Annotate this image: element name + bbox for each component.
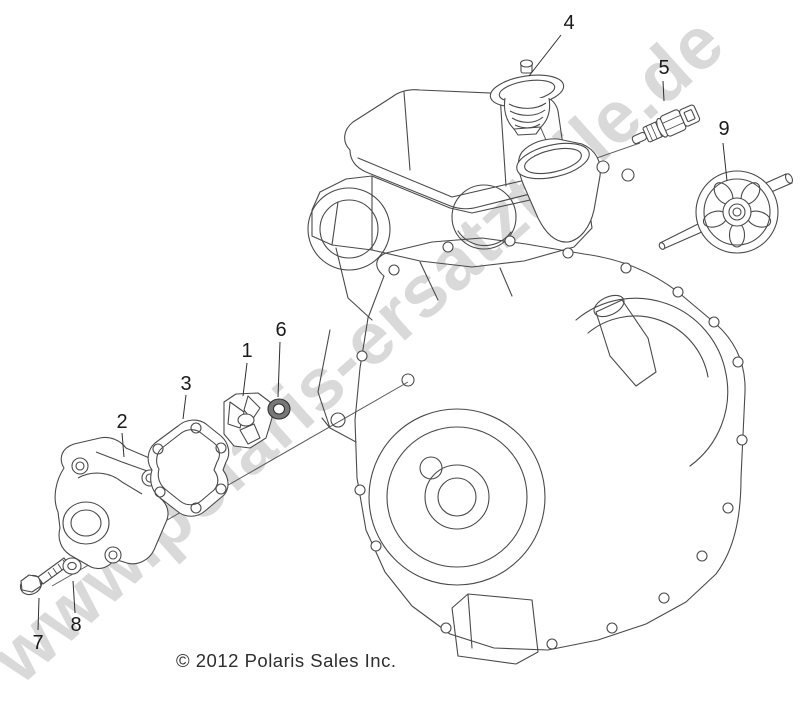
callout-7: 7: [32, 632, 44, 654]
temp-sensor-drawing: [631, 104, 701, 145]
copyright-text: © 2012 Polaris Sales Inc.: [176, 650, 397, 671]
thermostat-drawing: [489, 59, 565, 136]
callout-5: 5: [658, 57, 670, 79]
impeller-drawing: [223, 392, 273, 449]
drive-shaft-wheel-drawing: [658, 170, 794, 254]
engine-body-drawing: [307, 89, 748, 665]
callout-6: 6: [275, 319, 287, 341]
callout-8: 8: [70, 614, 82, 636]
callout-3: 3: [180, 373, 192, 395]
seal-drawing: [267, 398, 291, 420]
washer-drawing: [62, 557, 82, 575]
callout-1: 1: [241, 340, 253, 362]
callout-2: 2: [116, 411, 128, 433]
pump-housing-drawing: [54, 436, 169, 570]
callout-leader-lines: [37, 34, 728, 631]
bolt-drawing: [19, 557, 70, 596]
callout-9: 9: [718, 118, 730, 140]
callout-4: 4: [563, 12, 575, 34]
gasket-drawing: [147, 419, 230, 517]
